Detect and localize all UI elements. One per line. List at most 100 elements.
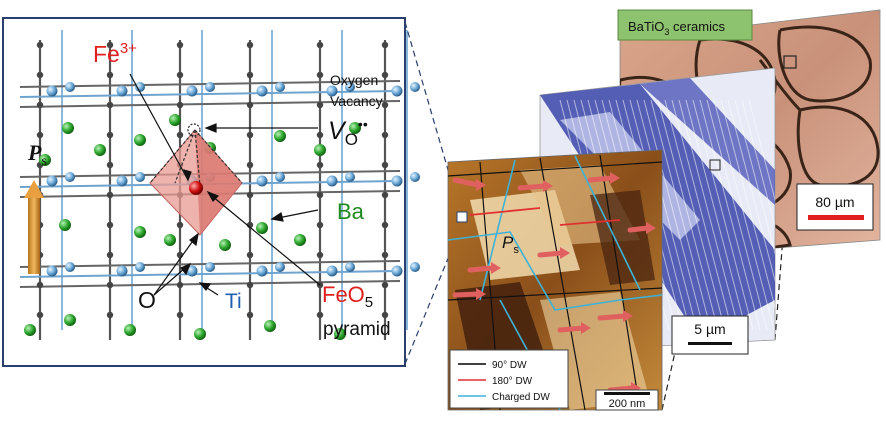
oxygen-atom: [381, 71, 389, 79]
ti-atom: [205, 262, 215, 272]
ba-atom: [314, 144, 326, 156]
oxygen-atom: [36, 281, 44, 289]
oxygen-atom: [106, 131, 114, 139]
ba-atom: [134, 226, 146, 238]
oxygen-atom: [246, 161, 254, 169]
oxygen-atom: [246, 101, 254, 109]
ti-atom: [186, 85, 198, 97]
domain-stripe: [748, 99, 775, 331]
ti-atom: [256, 175, 268, 187]
ceramics-focus-box: [783, 55, 797, 69]
crystal-lattice: [19, 30, 420, 340]
ba-atom: [274, 130, 286, 142]
domain-stripe: [636, 99, 698, 331]
ti-atom: [116, 175, 128, 187]
grain-boundary: [796, 105, 880, 188]
ti-atom: [116, 265, 128, 277]
feo5-label: FeO5: [322, 282, 373, 311]
oxygen-atom: [246, 311, 254, 319]
oxygen-atom: [381, 311, 389, 319]
oxygen-vacancy-marker: [187, 123, 201, 137]
oxygen-atom: [246, 191, 254, 199]
ba-atom: [94, 144, 106, 156]
ba-atom: [124, 324, 136, 336]
ceramics-scale-label: 80 µm: [815, 194, 854, 210]
ti-atom: [256, 265, 268, 277]
domain-stripe: [678, 99, 740, 331]
afm-scale-bar: [604, 392, 650, 395]
ti-atom: [135, 262, 145, 272]
oxygen-atom: [381, 161, 389, 169]
ti-atom: [391, 85, 403, 97]
ti-atom: [345, 172, 355, 182]
ba-atom: [294, 234, 306, 246]
ceramics-tag: [617, 9, 753, 41]
ti-atom: [186, 265, 198, 277]
oxygen-atom: [381, 281, 389, 289]
ti-atom: [275, 262, 285, 272]
domain-stripe: [692, 99, 754, 331]
ba-atom: [62, 122, 74, 134]
oxygen-atom: [316, 41, 324, 49]
ps-label-crystal: Ps: [27, 140, 47, 169]
domain-stripe: [650, 99, 712, 331]
ti-atom: [65, 82, 75, 92]
oxygen-atom: [176, 311, 184, 319]
oxygen-atom: [381, 41, 389, 49]
ba-atom: [169, 114, 181, 126]
polarization-arrow-mark: [597, 310, 633, 322]
ba-atom: [164, 234, 176, 246]
oxygen-atom: [316, 71, 324, 79]
domain-stripe: [727, 99, 775, 331]
ti-atom: [410, 262, 420, 272]
oxygen-atom: [246, 281, 254, 289]
polarization-arrow-mark: [517, 180, 553, 192]
polarization-arrow-mark: [537, 247, 570, 259]
oxygen-atom: [36, 101, 44, 109]
oxygen-atom: [176, 41, 184, 49]
ceramics-scale-box: [796, 183, 874, 231]
polarization-arrow: [24, 180, 44, 274]
domain-stripe: [741, 99, 775, 331]
domain-stripe: [706, 99, 768, 331]
afm-ps-label: Ps: [502, 233, 519, 256]
ti-atom: [410, 82, 420, 92]
ba-atom: [334, 328, 346, 340]
domain-stripe: [720, 99, 775, 331]
ti-atom: [391, 265, 403, 277]
ceramics-tag-label: BaTiO3 ceramics: [628, 19, 725, 37]
ba-atom: [59, 219, 71, 231]
oxygen-atom: [316, 311, 324, 319]
ti-atom: [116, 85, 128, 97]
oxygen-atom: [316, 221, 324, 229]
oxygen-atom: [176, 221, 184, 229]
polarization-arrow-mark: [627, 222, 656, 234]
ti-atom: [410, 172, 420, 182]
ti-atom: [326, 265, 338, 277]
oxygen-atom: [316, 251, 324, 259]
oxygen-atom: [106, 251, 114, 259]
grain-boundary: [777, 25, 872, 103]
oxygen-atom: [316, 161, 324, 169]
oxygen-atom: [106, 101, 114, 109]
pointer-lines: [129, 73, 321, 296]
ti-label: Ti: [225, 290, 242, 313]
afm-origin-box: [456, 211, 468, 223]
domain-stripe: [671, 99, 733, 331]
ti-atom: [326, 85, 338, 97]
oxygen-atom: [106, 311, 114, 319]
legend-label: Charged DW: [492, 392, 550, 403]
oxygen-atom: [106, 161, 114, 169]
oxygen-atom: [246, 71, 254, 79]
domain-scale-bar: [688, 342, 732, 345]
oxygen-atom: [176, 71, 184, 79]
vo-symbol: VO••: [328, 116, 368, 149]
domain-stripe: [657, 99, 719, 331]
oxygen-atom: [176, 101, 184, 109]
polarization-arrow-mark: [587, 172, 620, 184]
fe-label: Fe3+: [93, 40, 137, 67]
oxygen-atom: [381, 101, 389, 109]
oxygen-atom: [106, 221, 114, 229]
ti-atom: [345, 82, 355, 92]
